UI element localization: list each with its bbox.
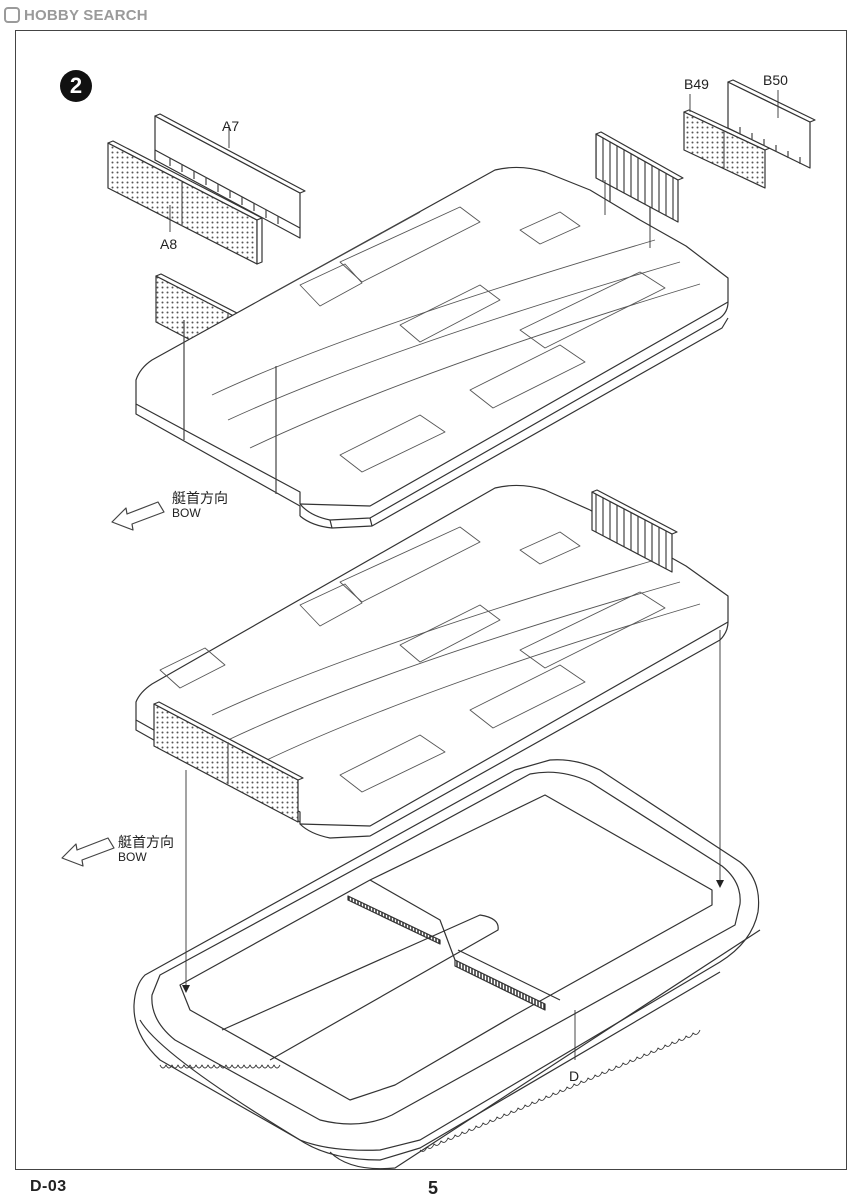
guide-arrowheads	[182, 880, 724, 993]
bow-arrow-lower-icon	[61, 837, 115, 867]
part-b49-panel	[683, 109, 771, 189]
watermark-text: HOBBY SEARCH	[24, 6, 148, 24]
part-label-b49: B49	[684, 76, 709, 92]
bow-direction-upper-jp: 艇首方向	[172, 490, 228, 506]
hobby-search-logo-icon	[4, 7, 20, 23]
bow-direction-lower-en: BOW	[118, 850, 147, 864]
part-label-a7: A7	[222, 118, 240, 134]
part-label-b50: B50	[763, 72, 788, 88]
hobby-search-watermark: HOBBY SEARCH	[4, 4, 148, 26]
instruction-sheet-frame	[15, 30, 847, 1170]
part-b50-panel	[727, 79, 816, 169]
part-d-hull	[133, 759, 761, 1170]
step-number-badge: 2	[60, 70, 92, 102]
front-panel-installed	[153, 701, 304, 823]
rear-grille-upper	[595, 131, 684, 246]
part-a7-panel	[154, 113, 306, 239]
bow-arrow-upper-icon	[111, 501, 165, 531]
page-number: 5	[428, 1178, 439, 1198]
part-label-d: D	[569, 1068, 580, 1084]
bow-direction-lower-jp: 艇首方向	[118, 834, 174, 850]
rear-grille-middle	[591, 489, 678, 573]
part-a8-panel	[107, 140, 263, 265]
part-label-a8: A8	[160, 236, 178, 252]
sheet-code: D-03	[30, 1178, 67, 1195]
assembly-guide-lines	[169, 90, 779, 1060]
bow-direction-upper-en: BOW	[172, 506, 201, 520]
upper-deck	[135, 166, 729, 529]
step-number: 2	[69, 73, 83, 98]
